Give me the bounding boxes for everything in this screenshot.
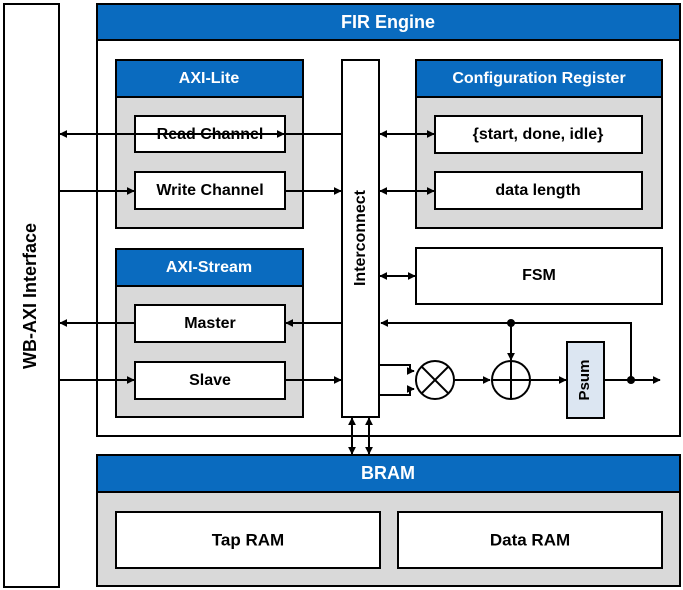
axi-lite-title: AXI-Lite (179, 70, 240, 87)
feedback-to-interconnect-arrow (380, 319, 632, 380)
data-to-multiplier-arrow (380, 385, 415, 396)
status-register-label: {start, done, idle} (473, 126, 604, 143)
data-ram-box (397, 511, 663, 569)
interconnect-label: Interconnect (352, 189, 369, 286)
tap-ram-label: Tap RAM (212, 530, 284, 549)
data-length-box (434, 171, 643, 210)
psum-register: Psum (566, 341, 605, 419)
tap-ram-box (115, 511, 381, 569)
bram-block: BRAM Tap RAM Data RAM (96, 454, 681, 587)
master-label: Master (184, 315, 236, 332)
master-box (134, 304, 286, 343)
configuration-register-title: Configuration Register (452, 70, 625, 87)
wb-axi-interface-label: WB-AXI Interface (20, 223, 40, 369)
slave-label: Slave (189, 372, 231, 389)
fir-engine-title: FIR Engine (341, 12, 435, 32)
axi-stream-title: AXI-Stream (166, 259, 252, 276)
fsm: FSM (415, 247, 663, 305)
status-register-box (434, 115, 643, 154)
slave-box (134, 361, 286, 400)
configuration-register-block: Configuration Register {start, done, idl… (415, 59, 663, 229)
data-length-label: data length (495, 182, 580, 199)
fsm-label: FSM (522, 267, 556, 284)
interconnect: Interconnect (341, 59, 380, 418)
feedback-junction-dot (507, 319, 515, 327)
fir-engine-header (96, 3, 681, 41)
output-junction-dot (627, 376, 635, 384)
axi-lite-block: AXI-Lite Read Channel Write Channel (115, 59, 304, 229)
write-channel-box (134, 171, 286, 210)
connection-arrows (59, 130, 661, 455)
bram-title: BRAM (361, 463, 415, 483)
tap-to-multiplier-arrow (380, 364, 415, 375)
write-channel-label: Write Channel (156, 182, 263, 199)
data-ram-label: Data RAM (490, 530, 570, 549)
axi-stream-block: AXI-Stream Master Slave (115, 248, 304, 418)
adder-icon (491, 360, 531, 400)
wb-axi-interface: WB-AXI Interface (3, 3, 60, 588)
multiplier-icon (415, 360, 455, 400)
psum-label: Psum (576, 360, 593, 401)
